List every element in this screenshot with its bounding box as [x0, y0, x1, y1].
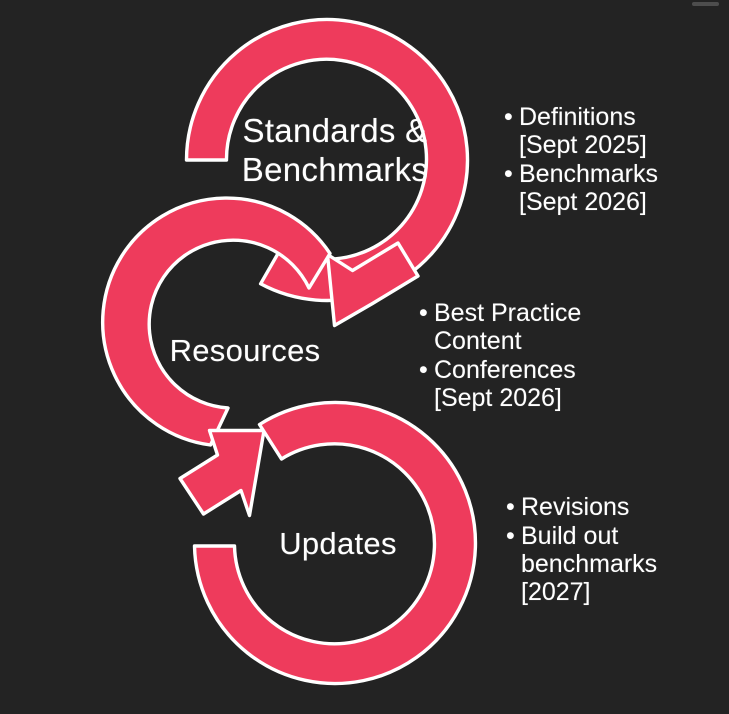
bullet-icon: • — [419, 356, 428, 384]
list-item: • Best Practice Content — [419, 299, 634, 355]
ring-resources-arc — [101, 196, 332, 447]
annotation-items-resources: • Best Practice Content • Conferences [S… — [419, 299, 634, 412]
list-item: • Definitions [Sept 2025] — [504, 103, 719, 159]
annotation-text: Definitions [Sept 2025] — [519, 103, 647, 159]
annotation-list-updates: • Revisions • Build out benchmarks [2027… — [506, 493, 721, 607]
ring-resources — [101, 196, 332, 518]
annotation-text: Best Practice Content — [434, 299, 582, 355]
annotation-items-updates: • Revisions • Build out benchmarks [2027… — [506, 493, 721, 606]
ring-updates — [192, 400, 478, 686]
ring-label-standards: Standards & Benchmarks — [241, 112, 429, 188]
ring-standards-arc — [184, 17, 470, 303]
annotation-list-resources: • Best Practice Content • Conferences [S… — [419, 299, 634, 413]
bullet-icon: • — [419, 299, 428, 327]
ring-label-updates: Updates — [279, 526, 397, 561]
annotation-items-standards: • Definitions [Sept 2025] • Benchmarks [… — [504, 103, 719, 216]
annotation-list-standards: • Definitions [Sept 2025] • Benchmarks [… — [504, 103, 719, 217]
list-item: • Build out benchmarks [2027] — [506, 522, 721, 606]
ring-updates-arc — [192, 400, 478, 686]
bullet-icon: • — [504, 160, 513, 188]
ring-resources-arrowhead — [178, 428, 266, 518]
list-item: • Benchmarks [Sept 2026] — [504, 160, 719, 216]
annotation-text: Conferences [Sept 2026] — [434, 356, 576, 412]
ring-label-resources: Resources — [169, 333, 321, 368]
bullet-icon: • — [506, 522, 515, 550]
list-item: • Conferences [Sept 2026] — [419, 356, 634, 412]
bullet-icon: • — [504, 103, 513, 131]
screen-edge-artifact — [692, 2, 719, 6]
bullet-icon: • — [506, 493, 515, 521]
annotation-text: Build out benchmarks [2027] — [521, 522, 658, 606]
annotation-text: Benchmarks [Sept 2026] — [519, 160, 658, 216]
annotation-text: Revisions — [521, 493, 630, 521]
list-item: • Revisions — [506, 493, 721, 521]
